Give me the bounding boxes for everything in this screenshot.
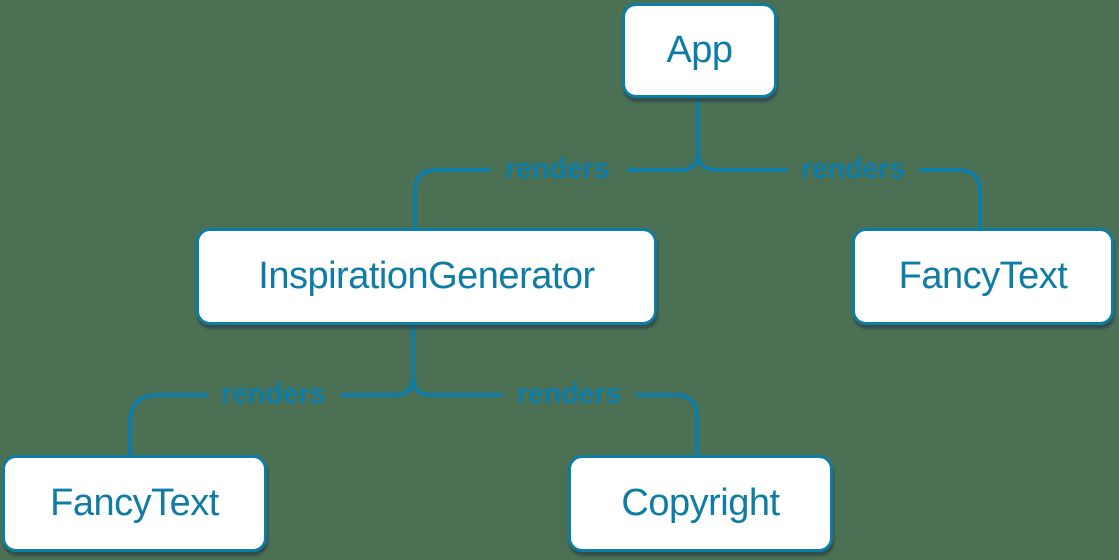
node-fancy-text-top-right: FancyText [852,228,1114,325]
node-copyright-label: Copyright [621,482,780,524]
edge-label-renders-app-inspiration: renders [504,152,610,185]
node-fancy-text-bottom-left: FancyText [2,455,267,552]
node-app-label: App [666,29,733,71]
node-inspiration-generator-label: InspirationGenerator [258,255,595,297]
node-fancy-text-top-right-label: FancyText [898,255,1068,297]
edge-app-to-fancytext [696,150,982,230]
edge-label-renders-inspiration-fancytext: renders [220,377,326,410]
node-copyright: Copyright [568,455,833,552]
edge-inspirationgenerator-to-copyright [411,375,699,457]
node-app: App [622,3,777,98]
node-fancy-text-bottom-left-label: FancyText [50,482,219,524]
node-inspiration-generator: InspirationGenerator [196,228,657,325]
edge-label-renders-app-fancytext: renders [800,152,906,185]
edge-label-renders-inspiration-copyright: renders [516,377,622,410]
